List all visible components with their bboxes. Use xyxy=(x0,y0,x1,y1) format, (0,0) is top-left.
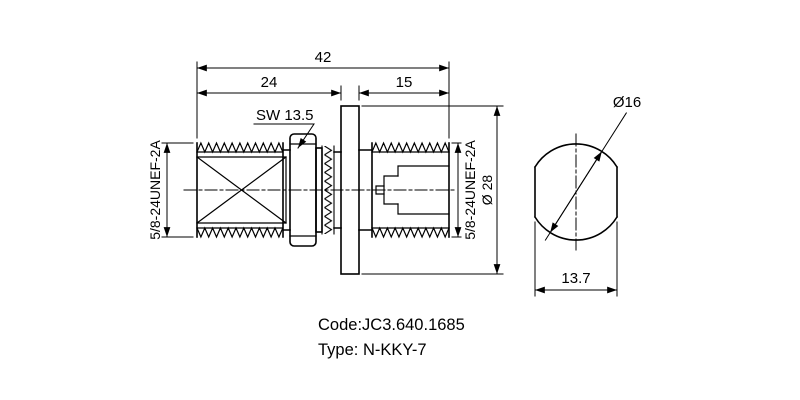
neck-front xyxy=(333,151,342,229)
dim-rear-label: 15 xyxy=(396,74,413,91)
across-flats-ext-lines xyxy=(534,221,618,297)
title-block: Code:JC3.640.1685 Type: N-KKY-7 xyxy=(318,316,465,359)
flange-diameter-label: Ø 28 xyxy=(479,175,495,206)
dimension-labels: 42 24 15 SW 13.5 5/8-24UNEF-2A 5/8-24UNE… xyxy=(147,49,641,287)
dim-front-label: 24 xyxy=(261,74,278,91)
section-cross-lines xyxy=(196,156,287,224)
rear-thread-profile xyxy=(371,141,450,239)
extension-lines-top xyxy=(196,61,450,139)
neck-rear xyxy=(358,142,373,238)
front-thread-profile xyxy=(196,141,284,239)
flange-dia-ext-lines xyxy=(361,105,504,275)
diameter-arrow-chord xyxy=(549,150,603,234)
rear-thread-label: 5/8-24UNEF-2A xyxy=(462,140,478,240)
lock-washer xyxy=(321,145,335,235)
dimension-lines xyxy=(161,61,618,297)
thread-relief xyxy=(282,142,291,238)
end-view xyxy=(533,112,627,251)
end-diameter-label: Ø16 xyxy=(613,94,641,111)
rear-interface-bore xyxy=(375,165,450,215)
wrench-size-label: SW 13.5 xyxy=(256,107,314,124)
end-view-outline xyxy=(533,143,619,241)
across-flats-label: 13.7 xyxy=(561,270,590,287)
front-cavity-section xyxy=(196,156,287,224)
wrench-leader-line xyxy=(253,123,315,149)
mounting-flange xyxy=(340,105,360,275)
front-thread-label: 5/8-24UNEF-2A xyxy=(147,140,163,240)
part-type: Type: N-KKY-7 xyxy=(318,341,427,359)
main-view-connector xyxy=(183,105,456,275)
dim-total-label: 42 xyxy=(315,49,332,66)
part-code: Code:JC3.640.1685 xyxy=(318,316,465,334)
